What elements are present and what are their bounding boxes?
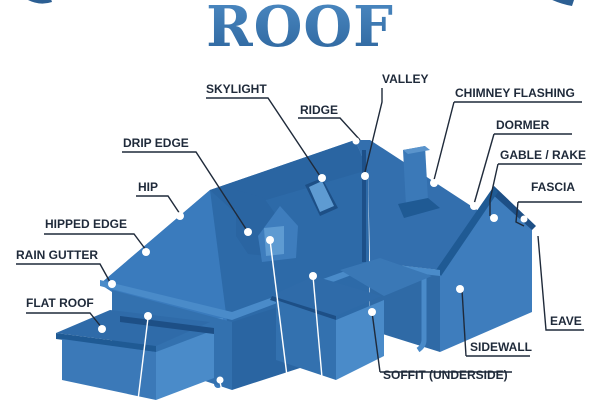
label-ridge: RIDGE xyxy=(300,103,339,117)
ridge-plane xyxy=(210,140,368,210)
label-fascia: FASCIA xyxy=(531,180,576,194)
label-rain-gutter: RAIN GUTTER xyxy=(16,248,98,262)
label-eave: EAVE xyxy=(550,314,582,328)
leader-lines xyxy=(16,88,584,373)
label-skylight: SKYLIGHT xyxy=(206,82,267,96)
rain-gutter xyxy=(100,262,440,320)
decorative-arc-left xyxy=(28,0,52,4)
downspout-right xyxy=(416,276,427,353)
courtyard-roof xyxy=(340,258,432,296)
markers xyxy=(98,137,528,384)
label-flat-roof: FLAT ROOF xyxy=(26,296,94,310)
label-hipped-edge: HIPPED EDGE xyxy=(45,217,128,231)
label-valley: VALLEY xyxy=(382,72,429,86)
flat-roof-back-channel xyxy=(120,316,214,334)
flat-roof-wall-side xyxy=(156,330,214,400)
chimney-flashing-base xyxy=(398,198,440,218)
label-drip-edge: DRIP EDGE xyxy=(123,136,189,150)
label-soffit: SOFFIT (UNDERSIDE) xyxy=(383,368,508,382)
page-title: ROOF xyxy=(0,0,600,60)
label-hip: HIP xyxy=(138,180,159,194)
leader-lines-white xyxy=(137,239,325,400)
label-dormer: DORMER xyxy=(496,118,550,132)
soffit-box-side xyxy=(336,300,384,380)
label-gable-rake: GABLE / RAKE xyxy=(500,148,587,162)
label-chimney-flashing: CHIMNEY FLASHING xyxy=(455,86,575,100)
dormer-window xyxy=(264,226,284,256)
label-sidewall: SIDEWALL xyxy=(470,340,532,354)
gable-rake-left xyxy=(436,186,498,276)
flat-roof-wall-front xyxy=(62,339,156,400)
chimney-top xyxy=(403,146,430,154)
decorative-arc-right xyxy=(552,0,574,6)
soffit-box-roof xyxy=(270,276,382,316)
flat-roof-edge xyxy=(56,333,156,352)
soffit-box-edge xyxy=(270,296,336,320)
skylight-glass xyxy=(309,181,334,212)
chimney xyxy=(403,146,428,206)
